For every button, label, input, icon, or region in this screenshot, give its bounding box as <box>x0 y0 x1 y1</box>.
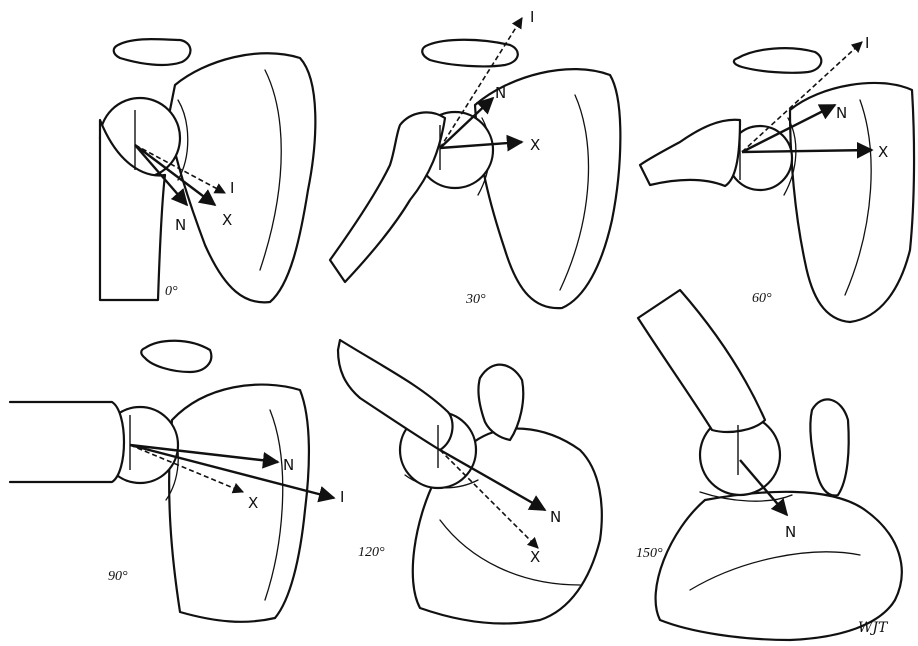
angle-label: 60° <box>752 291 772 306</box>
vector-n-label: N <box>283 456 294 474</box>
vector-x-label: X <box>222 211 232 229</box>
vector-n-label: N <box>175 216 186 234</box>
vector-i-label: I <box>230 179 234 197</box>
panel-150-degrees: N 150° <box>636 290 902 640</box>
vector-n-label: N <box>550 508 561 526</box>
acromion-outline <box>810 399 848 495</box>
acromion-outline <box>422 40 518 67</box>
humerus-shaft <box>638 290 765 432</box>
scapula-outline <box>168 53 315 302</box>
scapula-outline <box>169 385 309 622</box>
scapula-outline <box>656 492 902 640</box>
vector-x-label: X <box>530 136 540 154</box>
angle-label: 30° <box>465 292 486 307</box>
vector-n-label: N <box>495 84 506 102</box>
acromion-outline <box>114 39 191 65</box>
humerus-shaft <box>640 120 740 186</box>
humerus-shaft <box>10 402 124 482</box>
vector-n-label: N <box>785 523 796 541</box>
acromion-outline <box>734 48 821 73</box>
panel-90-degrees: N X I 90° <box>10 341 344 622</box>
panel-60-degrees: I N X 60° <box>640 34 914 322</box>
scapula-outline <box>475 69 620 308</box>
panel-30-degrees: I N X 30° <box>330 8 620 308</box>
acromion-outline <box>478 365 523 440</box>
acromion-outline <box>141 341 211 372</box>
vector-n-label: N <box>836 104 847 122</box>
angle-label: 120° <box>358 545 385 560</box>
angle-label: 0° <box>165 284 178 299</box>
vector-x-label: X <box>248 494 258 512</box>
vector-i-label: I <box>865 34 869 52</box>
vector-x-label: X <box>530 548 540 566</box>
vector-x-label: X <box>878 143 888 161</box>
humerus-shaft <box>338 340 453 450</box>
angle-label: 90° <box>108 569 128 584</box>
angle-label: 150° <box>636 546 663 561</box>
vector-i-label: I <box>340 488 344 506</box>
panel-0-degrees: I N X 0° <box>100 39 315 302</box>
panel-120-degrees: N X 120° <box>338 340 602 624</box>
humerus-shaft <box>330 112 445 282</box>
vector-i-label: I <box>530 8 534 26</box>
artist-signature: WJT <box>858 620 889 636</box>
